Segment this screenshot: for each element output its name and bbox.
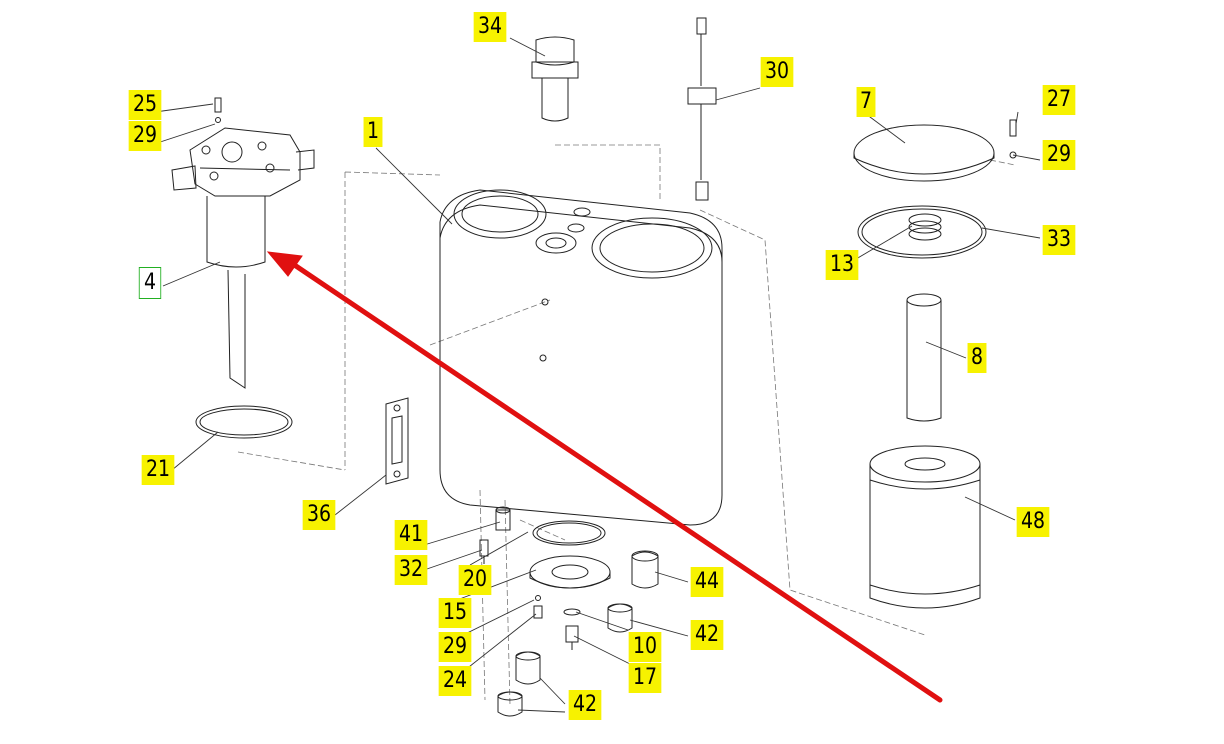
label-part-27: 27: [1042, 85, 1076, 115]
label-part-20: 20: [458, 565, 492, 595]
screw-25: [214, 97, 222, 123]
oring-20: [532, 520, 606, 546]
part-36-sight-glass: [385, 397, 409, 485]
fitting-10-17: [563, 608, 581, 650]
fitting-42b: [497, 651, 541, 717]
label-part-13: 13: [825, 250, 859, 280]
label-part-41: 41: [394, 520, 428, 550]
part-7-cover: [853, 124, 995, 182]
label-part-25: 25: [128, 90, 162, 120]
flange-15: [529, 555, 611, 589]
label-part-24: 24: [438, 666, 472, 696]
label-part-48: 48: [1016, 507, 1050, 537]
label-part-29-top-left: 29: [128, 121, 162, 151]
label-part-7: 7: [856, 87, 876, 117]
part-30-level-sensor: [687, 17, 717, 201]
label-part-36: 36: [302, 500, 336, 530]
label-part-1: 1: [363, 117, 383, 147]
label-part-29-bottom: 29: [438, 632, 472, 662]
oring-21: [195, 405, 293, 439]
fitting-41: [495, 506, 511, 531]
assembly-guide-lines: [237, 144, 1016, 706]
fitting-32: [479, 539, 489, 564]
screw-27: [1009, 119, 1017, 159]
spring-13: [908, 213, 942, 241]
label-part-32: 32: [394, 555, 428, 585]
label-part-21: 21: [141, 455, 175, 485]
label-part-42-bottom: 42: [568, 690, 602, 720]
part-34-breather: [531, 36, 579, 122]
label-part-42-right: 42: [690, 620, 724, 650]
label-part-30: 30: [760, 57, 794, 87]
part-4-return-filter: [171, 127, 315, 389]
label-part-15: 15: [438, 598, 472, 628]
part-1-tank: [439, 189, 723, 526]
fitting-44: [631, 550, 659, 589]
label-part-17: 17: [628, 663, 662, 693]
gasket-33: [857, 205, 987, 259]
label-part-33: 33: [1042, 225, 1076, 255]
label-part-44: 44: [690, 567, 724, 597]
label-part-8: 8: [967, 343, 987, 373]
fitting-42a: [607, 603, 633, 633]
label-part-10: 10: [628, 632, 662, 662]
tube-8: [906, 293, 942, 422]
label-part-4-selected: 4: [138, 267, 162, 299]
fitting-24: [533, 595, 543, 619]
element-48: [869, 445, 981, 609]
leader-lines: [147, 37, 1041, 713]
label-part-29-top-right: 29: [1042, 140, 1076, 170]
label-part-34: 34: [473, 12, 507, 42]
red-arrow: [266, 251, 943, 703]
